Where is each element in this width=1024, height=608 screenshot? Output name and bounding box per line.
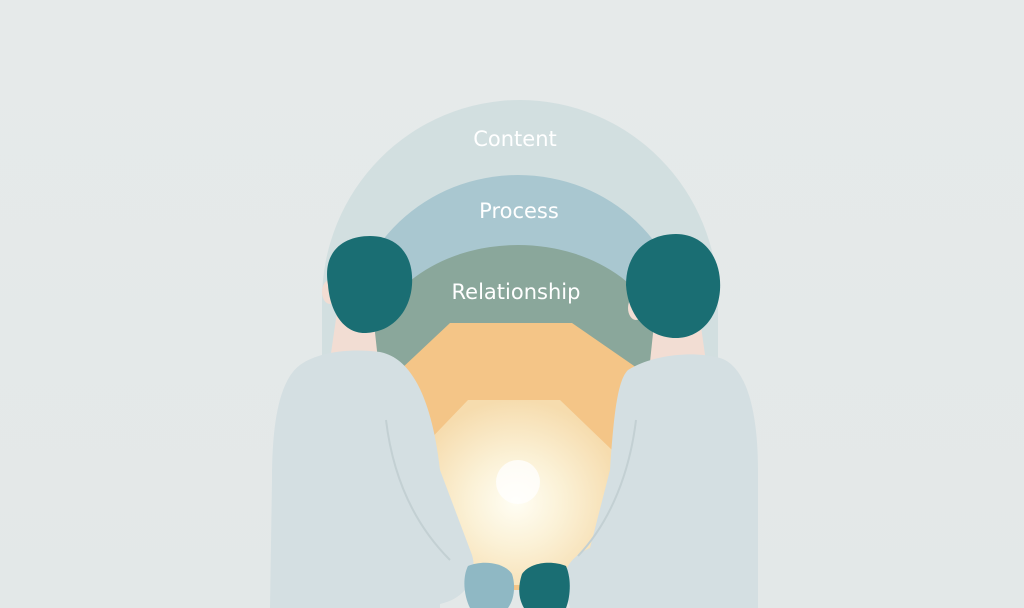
left-hand [464, 562, 515, 608]
right-person-arm-fold [577, 419, 637, 557]
glow-center [496, 460, 540, 504]
left-person-body [270, 350, 474, 608]
right-person-figure [519, 234, 758, 608]
left-person-figure [270, 236, 515, 608]
process-label: Process [479, 199, 559, 223]
right-hand [519, 562, 570, 608]
left-person-arm-fold [385, 419, 451, 561]
content-label: Content [473, 127, 557, 151]
left-person-hair [327, 236, 413, 334]
relationship-label: Relationship [452, 280, 581, 304]
right-person-hair [626, 234, 721, 338]
right-person-body [564, 354, 758, 608]
